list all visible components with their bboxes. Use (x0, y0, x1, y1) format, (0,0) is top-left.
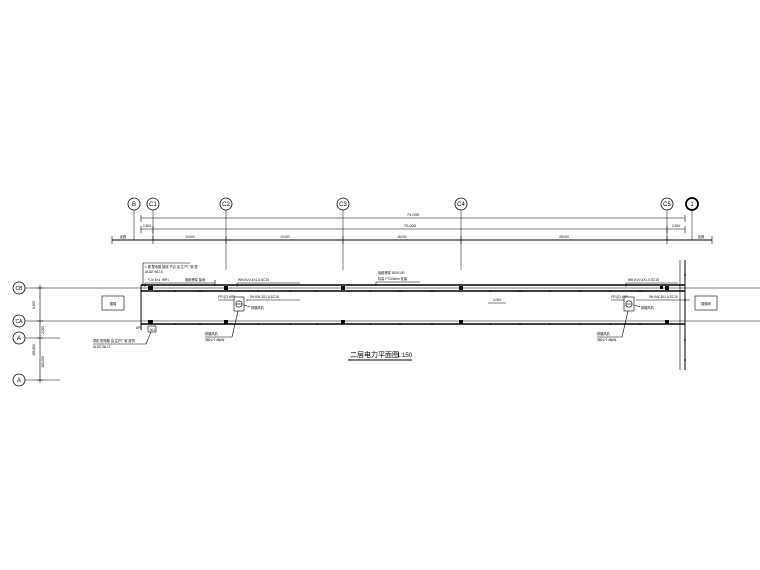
axis-label-a2: A (17, 378, 21, 384)
left-small-label: AL1 (150, 328, 156, 332)
column-c4-bottom (459, 320, 463, 324)
axis-label-b: B (132, 202, 136, 208)
drawing-title-block: 二层电力平面图 1:150 (348, 350, 413, 361)
left-stair-label: 楼梯 (110, 301, 117, 306)
axis-bubble-cb (12, 281, 26, 295)
axis-label-c4: C4 (457, 202, 465, 208)
dim-side-bottom: 183,800 (32, 344, 36, 356)
column-c3-bottom (341, 320, 345, 324)
right-motor-power: 380V/1.45kW (597, 338, 616, 342)
axis-bubble-c4 (454, 197, 468, 211)
dimension-lines: 74,000 2,500 70,000 2,500 10,000 10,000 … (111, 212, 713, 244)
left-bottom-note-2: ALDE WL1T (93, 345, 111, 349)
axis-bubble-b (127, 197, 141, 211)
column-c5-top (665, 286, 669, 290)
dim-bay4: 28,000 (559, 235, 569, 239)
axis-bubble-a1 (12, 331, 26, 345)
dim-bay2: 10,000 (280, 235, 290, 239)
axis-label-c1: C1 (149, 202, 157, 208)
drawing-scale: 1:150 (397, 353, 413, 359)
axis-label-1: 1 (690, 202, 694, 208)
axis-label-cb: CB (16, 286, 24, 292)
left-motor-name: 排烟风机 (205, 331, 219, 336)
left-axis-bubbles: CB CA A A (12, 281, 760, 387)
left-box-group: 楼梯 (101, 295, 125, 311)
axis-bubble-c5 (660, 197, 674, 211)
dim-right-marker: 走廊 (698, 234, 705, 239)
axis-bubble-1 (685, 197, 699, 211)
dim-left-marker: 走廊 (120, 234, 127, 239)
axis-bubble-ca (12, 314, 26, 328)
top-axis-bubbles: B C1 C2 C3 C4 C5 1 (127, 197, 699, 270)
dim-side-bottom2: 183,000 (41, 356, 45, 368)
column-c1-bottom (148, 320, 153, 324)
column-c2-bottom (224, 320, 228, 324)
left-motor-note: 排烟风机 (251, 305, 265, 310)
left-ref: WP1 (162, 278, 169, 282)
left-ap-label: FP1(2) WP1- (218, 295, 237, 299)
column-c5-bottom (665, 320, 669, 324)
drawing-title: 二层电力平面图 (350, 350, 399, 359)
left-motor-power: 380V/1.45kW (205, 338, 224, 342)
axis-bubble-a2 (12, 373, 26, 387)
right-feeder: 3H-KW-3X1.5-SC15 (649, 295, 678, 299)
axis-label-c2: C2 (222, 202, 230, 208)
axis-label-a1: A (17, 336, 21, 342)
left-dimensions: 6,500 2,000 183,800 183,000 (32, 285, 45, 383)
left-ap-code: AP1 (136, 326, 142, 330)
right-motor-icon (625, 300, 633, 308)
dim-side-top: 6,500 (32, 301, 36, 309)
axis-bubble-c1 (146, 197, 160, 211)
left-lower-annotations: AL1 风机 配电箱 由 生产厂家 提供 ALDE WL1T AP1 (93, 325, 157, 349)
axis-label-ca: CA (16, 319, 24, 325)
left-note-2: ALDE WL1S (145, 270, 163, 274)
right-ap-label: FP1(2) WP1- (611, 295, 630, 299)
right-circuit-top: WH-KVV-4X1.5-SC15 (628, 278, 659, 282)
dim-inner-depth: 3,000 (493, 298, 501, 302)
left-note-1: 1 楼 配电箱 接线 节点 由 生产厂家 提 (145, 264, 198, 269)
dim-left-offset: 2,500 (143, 224, 151, 228)
right-motor-note: 排烟风机 (641, 305, 655, 310)
dim-bay3: 18,000 (397, 235, 407, 239)
left-stair-box (101, 295, 125, 311)
column-c4-top (459, 286, 463, 290)
axis-label-c5: C5 (663, 202, 671, 208)
dim-right-offset: 2,500 (672, 224, 680, 228)
left-note-3: YJV-5×4 (148, 278, 160, 282)
axis-bubble-c2 (219, 197, 233, 211)
center-note-2: 标高 FT100mm 安装 (378, 276, 408, 281)
axis-bubble-c3 (336, 197, 350, 211)
dim-side-mid: 2,000 (41, 326, 45, 334)
column-c1-top (148, 286, 153, 290)
dim-overall: 74,000 (407, 212, 420, 217)
center-annotation: 电缆桥架 300X100 标高 FT100mm 安装 (375, 270, 420, 286)
left-motor-icon (235, 300, 243, 308)
right-stair-label: 楼梯间 (701, 301, 711, 306)
column-c3-top (341, 286, 345, 290)
left-equipment: FP1(2) WP1- 3H-KW-3X1.5-SC15 排烟风机 排烟风机 3… (205, 295, 300, 342)
left-annotations: 1 楼 配电箱 接线 节点 由 生产厂家 提 ALDE WL1S YJV-5×4… (142, 262, 300, 287)
dim-bay1: 10,000 (185, 235, 195, 239)
wall-ticks-bottom (174, 323, 641, 325)
left-feeder: 3H-KW-3X1.5-SC15 (250, 295, 279, 299)
right-equipment: FP1(2) WP1- 3H-KW-3X1.5-SC15 排烟风机 排烟风机 3… (597, 295, 690, 342)
column-c2-top (224, 286, 228, 290)
wall-ticks-top (174, 290, 641, 292)
left-bottom-note-1: 风机 配电箱 由 生产厂家 提供 (93, 338, 136, 343)
right-motor-name: 排烟风机 (597, 331, 611, 336)
right-annotations: WH-KVV-4X1.5-SC15 (625, 278, 678, 289)
left-cable-tray: 电缆桥架 接地 (185, 277, 206, 282)
axis-label-c3: C3 (339, 202, 347, 208)
dim-middle-total: 70,000 (404, 223, 417, 228)
center-note-1: 电缆桥架 300X100 (378, 270, 405, 275)
right-stair-box (694, 295, 718, 311)
left-circuit-top: WH-KVV-4X1.5-SC15 (238, 278, 269, 282)
building-outline (140, 260, 686, 370)
right-box-group: 楼梯间 (694, 295, 718, 311)
